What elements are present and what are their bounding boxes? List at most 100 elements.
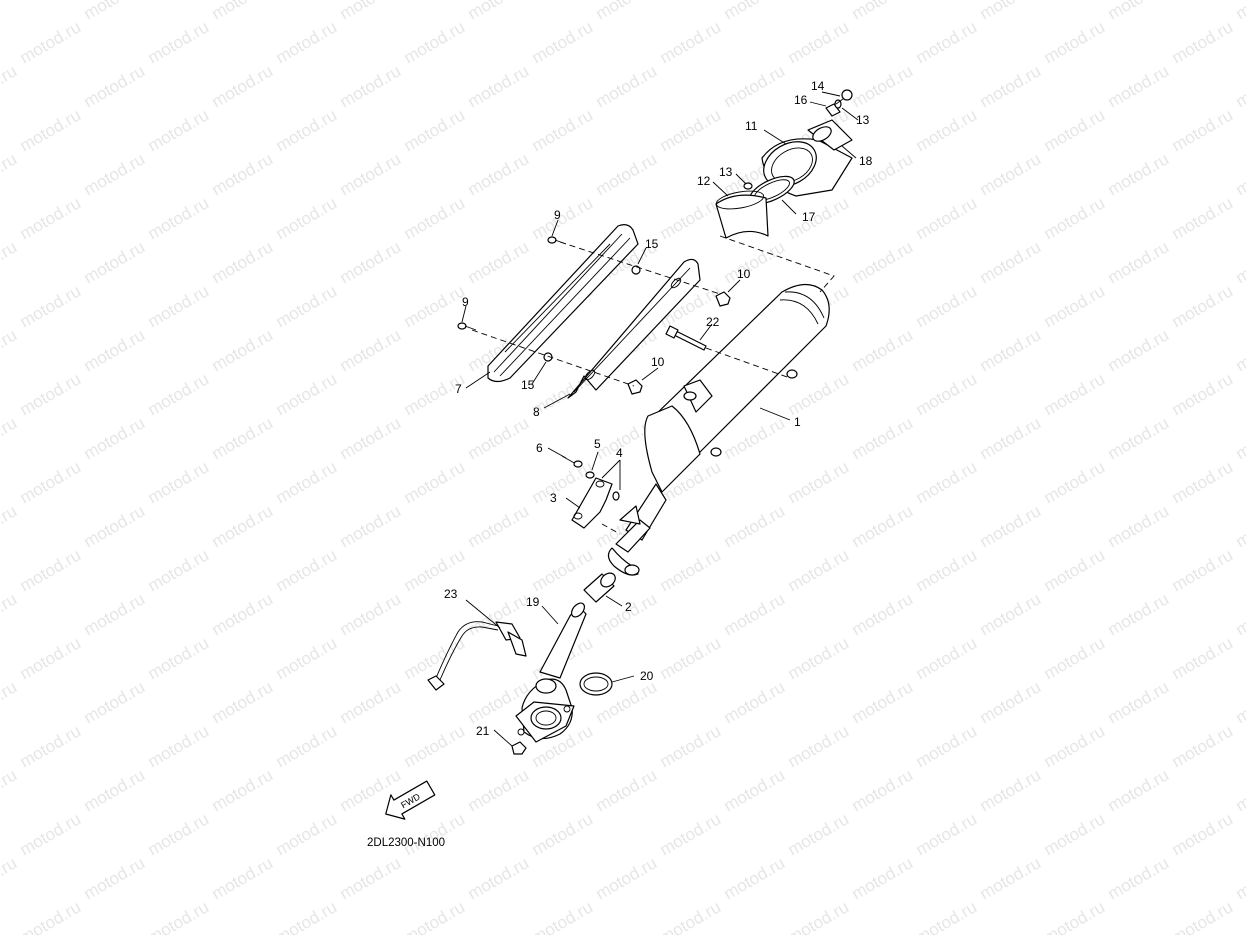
watermark-text: motod.ru xyxy=(657,897,725,935)
watermark-text: motod.ru xyxy=(273,721,341,771)
watermark-text: motod.ru xyxy=(0,589,20,639)
watermark-text: motod.ru xyxy=(145,545,213,595)
watermark-text: motod.ru xyxy=(145,721,213,771)
watermark-text: motod.ru xyxy=(593,589,661,639)
watermark-text: motod.ru xyxy=(849,501,917,551)
callout-13-lower: 13 xyxy=(719,165,733,179)
watermark-text: motod.ru xyxy=(785,721,853,771)
bolt-9-lower xyxy=(457,322,477,331)
watermark-text: motod.ru xyxy=(145,17,213,67)
watermark-text: motod.ru xyxy=(913,897,981,935)
watermark-text: motod.ru xyxy=(145,809,213,859)
watermark-text: motod.ru xyxy=(209,677,277,727)
watermark-text: motod.ru xyxy=(1233,61,1246,111)
watermark-text: motod.ru xyxy=(145,897,213,935)
watermark-text: motod.ru xyxy=(977,325,1045,375)
watermark-text: motod.ru xyxy=(81,765,149,815)
watermark-text: motod.ru xyxy=(0,237,20,287)
watermark-text: motod.ru xyxy=(913,545,981,595)
watermark-text: motod.ru xyxy=(1233,413,1246,463)
watermark-text: motod.ru xyxy=(529,809,597,859)
watermark-text: motod.ru xyxy=(17,193,85,243)
watermark-text: motod.ru xyxy=(81,413,149,463)
callout-10-upper: 10 xyxy=(737,267,751,281)
watermark-text: motod.ru xyxy=(273,281,341,331)
watermark-text: motod.ru xyxy=(337,325,405,375)
watermark-text: motod.ru xyxy=(0,413,20,463)
watermark-text: motod.ru xyxy=(1041,809,1109,859)
watermark-text: motod.ru xyxy=(721,0,789,23)
watermark-text: motod.ru xyxy=(465,0,533,23)
watermark-text: motod.ru xyxy=(1233,0,1246,23)
watermark-text: motod.ru xyxy=(593,61,661,111)
nut-21 xyxy=(511,741,527,755)
callout-8: 8 xyxy=(533,405,540,419)
watermark-text: motod.ru xyxy=(721,237,789,287)
watermark-text: motod.ru xyxy=(401,457,469,507)
watermark-text: motod.ru xyxy=(401,193,469,243)
watermark-text: motod.ru xyxy=(977,677,1045,727)
watermark-text: motod.ru xyxy=(977,413,1045,463)
callout-9-upper: 9 xyxy=(554,208,561,222)
watermark-text: motod.ru xyxy=(1041,193,1109,243)
watermark-text: motod.ru xyxy=(81,325,149,375)
watermark-text: motod.ru xyxy=(913,369,981,419)
watermark-text: motod.ru xyxy=(913,809,981,859)
watermark-text: motod.ru xyxy=(17,809,85,859)
watermark-text: motod.ru xyxy=(401,897,469,935)
callout-21: 21 xyxy=(476,724,490,738)
callout-6: 6 xyxy=(536,441,543,455)
watermark-text: motod.ru xyxy=(209,237,277,287)
watermark-text: motod.ru xyxy=(913,721,981,771)
watermark-text: motod.ru xyxy=(913,457,981,507)
watermark-text: motod.ru xyxy=(1169,369,1237,419)
watermark-text: motod.ru xyxy=(465,589,533,639)
watermark-text: motod.ru xyxy=(1041,721,1109,771)
watermark-text: motod.ru xyxy=(913,105,981,155)
callout-10-lower: 10 xyxy=(651,355,665,369)
callout-17: 17 xyxy=(802,210,816,224)
watermark-text: motod.ru xyxy=(913,281,981,331)
watermark-text: motod.ru xyxy=(337,0,405,23)
nut-10-lower xyxy=(627,379,643,395)
callout-11: 11 xyxy=(745,119,758,133)
watermark-text: motod.ru xyxy=(145,105,213,155)
watermark-text: motod.ru xyxy=(1041,105,1109,155)
watermark-text: motod.ru xyxy=(1169,17,1237,67)
watermark-text: motod.ru xyxy=(849,765,917,815)
watermark-text: motod.ru xyxy=(1169,457,1237,507)
watermark-text: motod.ru xyxy=(849,677,917,727)
watermark-text: motod.ru xyxy=(337,61,405,111)
watermark-text: motod.ru xyxy=(593,765,661,815)
watermark-text: motod.ru xyxy=(1169,721,1237,771)
watermark-text: motod.ru xyxy=(337,413,405,463)
watermark-text: motod.ru xyxy=(913,17,981,67)
watermark-text: motod.ru xyxy=(849,853,917,903)
watermark-text: motod.ru xyxy=(785,897,853,935)
watermark-text: motod.ru xyxy=(849,0,917,23)
watermark-text: motod.ru xyxy=(337,237,405,287)
callout-7: 7 xyxy=(455,382,462,396)
watermark-text: motod.ru xyxy=(785,193,853,243)
watermark-text: motod.ru xyxy=(1233,853,1246,903)
watermark-text: motod.ru xyxy=(849,61,917,111)
watermark-text: motod.ru xyxy=(785,633,853,683)
watermark-text: motod.ru xyxy=(0,677,20,727)
watermark-text: motod.ru xyxy=(1041,545,1109,595)
watermark-text: motod.ru xyxy=(1041,897,1109,935)
watermark-text: motod.ru xyxy=(401,545,469,595)
watermark-text: motod.ru xyxy=(337,589,405,639)
watermark-text: motod.ru xyxy=(593,853,661,903)
watermark-text: motod.ru xyxy=(721,677,789,727)
watermark-text: motod.ru xyxy=(209,325,277,375)
watermark-text: motod.ru xyxy=(1105,0,1173,23)
callout-20: 20 xyxy=(640,669,654,683)
bracket-3 xyxy=(571,477,613,529)
collar-15-upper xyxy=(631,265,641,275)
watermark-text: motod.ru xyxy=(1041,633,1109,683)
watermark-text: motod.ru xyxy=(1169,809,1237,859)
watermark-text: motod.ru xyxy=(593,0,661,23)
watermark-text: motod.ru xyxy=(657,17,725,67)
protector-8 xyxy=(567,258,701,399)
watermark-text: motod.ru xyxy=(81,501,149,551)
